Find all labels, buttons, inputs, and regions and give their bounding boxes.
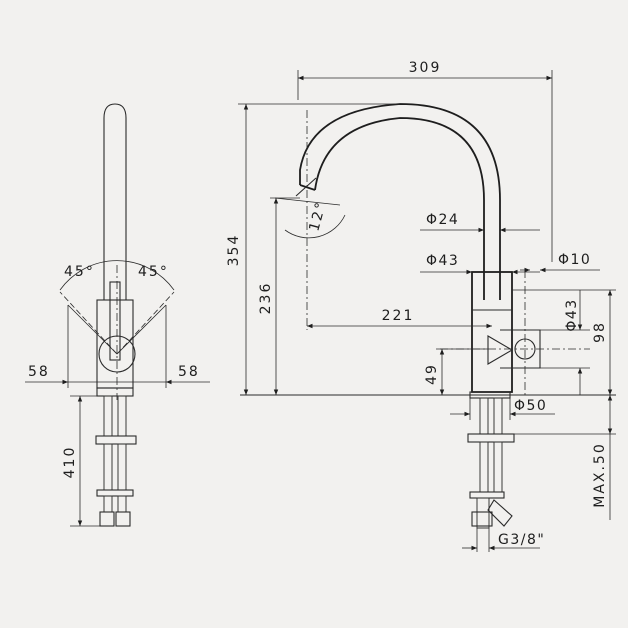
max-deck-label: MAX.50 <box>592 442 608 508</box>
pin-diameter-label: Φ10 <box>558 252 591 268</box>
base-diameter-label: Φ50 <box>514 398 547 414</box>
spout-diameter-label: Φ24 <box>426 212 459 228</box>
spout-outer <box>299 103 501 300</box>
lever-cone <box>487 335 514 365</box>
spout-angle-label: 12° <box>306 199 329 233</box>
thread-label: G3/8" <box>498 532 545 548</box>
hose-length-label: 410 <box>62 446 78 479</box>
body-diameter-top-label: Φ43 <box>426 253 459 269</box>
front-view: 12° 309 354 236 <box>226 60 616 552</box>
body-height-label: 98 <box>592 321 608 343</box>
fitting-right <box>115 511 131 527</box>
spout-tube-outline <box>103 103 127 300</box>
front-mount-plate <box>467 433 515 443</box>
mount-plate <box>95 435 137 445</box>
angle-right-label: 45° <box>138 264 169 280</box>
offset-left-label: 58 <box>28 364 50 380</box>
spout-inner <box>314 117 485 300</box>
lever <box>109 281 121 361</box>
side-view: 45° 45° 58 58 410 <box>25 103 210 527</box>
outlet-distance-label: 221 <box>382 308 415 324</box>
tap-body <box>471 271 513 393</box>
angle-left-label: 45° <box>64 264 95 280</box>
angle-arc <box>59 260 175 291</box>
spout-height-label: 236 <box>258 282 274 315</box>
fitting-left <box>99 511 115 527</box>
total-height-label: 354 <box>226 234 242 267</box>
offset-right-label: 58 <box>178 364 200 380</box>
body-diameter-side-label: Φ43 <box>564 298 580 331</box>
front-fitting <box>471 511 493 527</box>
angled-hose <box>487 499 513 527</box>
lever-height-label: 49 <box>424 363 440 385</box>
spout-reach-label: 309 <box>409 60 442 76</box>
